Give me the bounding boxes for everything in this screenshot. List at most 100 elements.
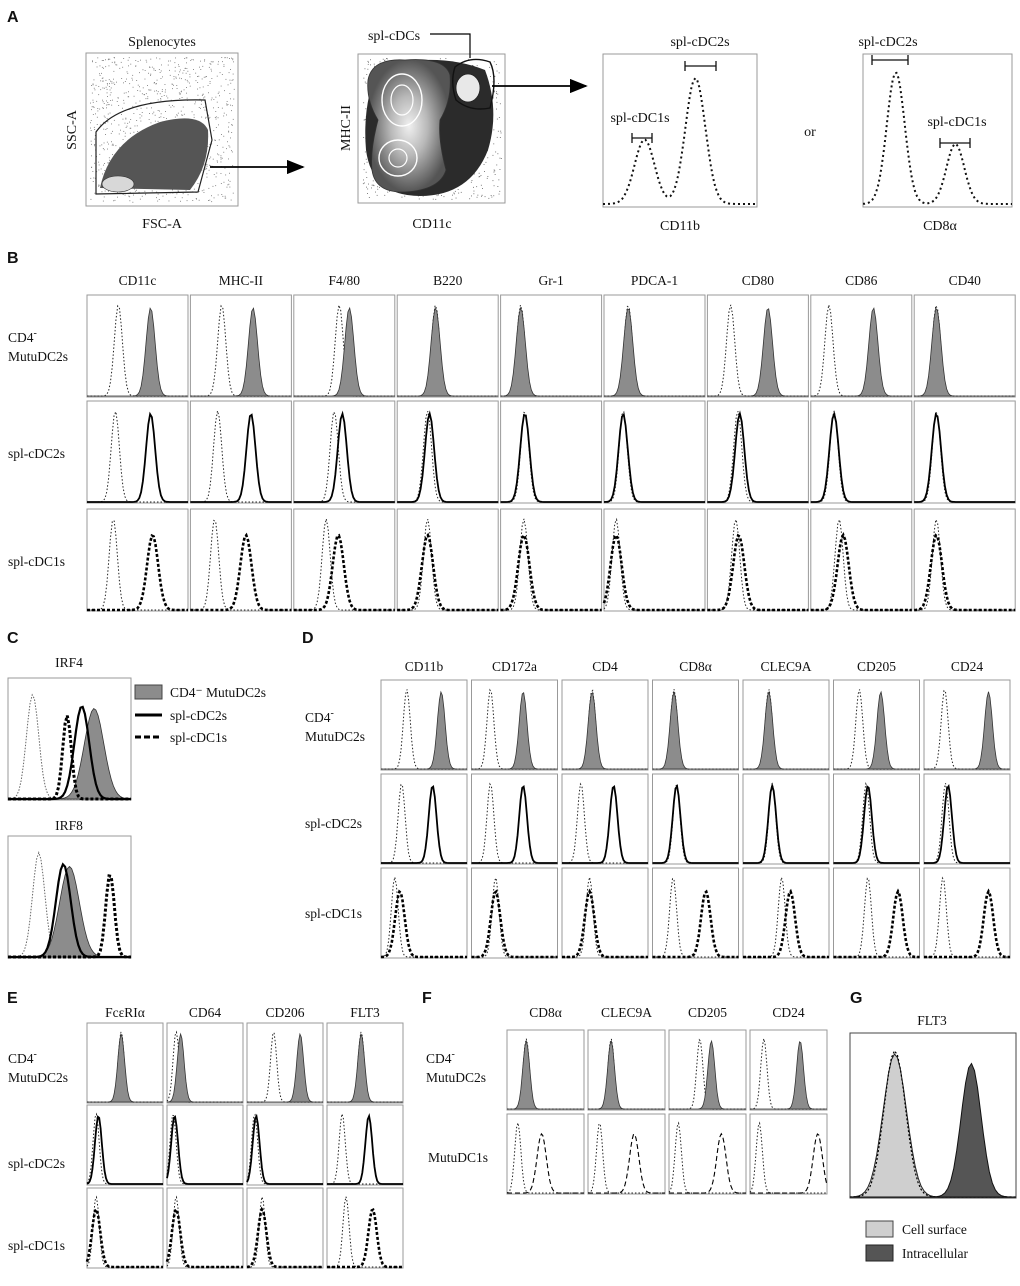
event-dot bbox=[443, 196, 445, 198]
event-dot bbox=[98, 185, 100, 187]
event-dot bbox=[499, 137, 501, 138]
legend-label-cell-surface: Cell surface bbox=[902, 1222, 967, 1237]
stain-histogram bbox=[810, 307, 912, 397]
event-dot bbox=[91, 167, 92, 168]
stain-histogram bbox=[652, 691, 739, 770]
event-dot bbox=[194, 103, 196, 105]
event-dot bbox=[476, 65, 478, 67]
histogram-frame bbox=[603, 294, 706, 398]
row-label-spl-cdc2s: spl-cDC2s bbox=[305, 816, 362, 831]
event-dot bbox=[219, 72, 221, 74]
histogram-frame bbox=[923, 679, 1011, 771]
column-header-cd172a: CD172a bbox=[492, 659, 537, 674]
event-dot bbox=[200, 69, 202, 70]
event-dot bbox=[180, 200, 181, 202]
histogram-frame bbox=[396, 294, 499, 398]
stain-histogram bbox=[87, 411, 188, 503]
event-dot bbox=[147, 98, 149, 100]
event-dot bbox=[147, 85, 148, 86]
event-dot bbox=[460, 191, 462, 193]
event-dot bbox=[229, 186, 231, 188]
event-dot bbox=[98, 169, 100, 171]
column-header-cd205: CD205 bbox=[857, 659, 896, 674]
event-dot bbox=[99, 124, 101, 126]
event-dot bbox=[90, 120, 92, 121]
event-dot bbox=[103, 87, 105, 89]
event-dot bbox=[233, 61, 234, 63]
event-dot bbox=[108, 86, 110, 87]
event-dot bbox=[189, 73, 191, 75]
event-dot bbox=[156, 191, 158, 193]
stain-histogram bbox=[397, 307, 499, 397]
stain-histogram bbox=[166, 1115, 243, 1185]
event-dot bbox=[164, 91, 166, 93]
event-dot bbox=[367, 68, 369, 70]
event-dot bbox=[210, 61, 212, 63]
event-dot bbox=[193, 59, 194, 61]
event-dot bbox=[98, 164, 100, 166]
histogram-spl-cdc2s-cd4 bbox=[561, 773, 649, 865]
event-dot bbox=[162, 195, 164, 197]
histogram-frame bbox=[923, 773, 1011, 865]
event-dot bbox=[435, 198, 437, 200]
event-dot bbox=[191, 59, 193, 60]
event-dot bbox=[128, 96, 130, 98]
isotype-control bbox=[849, 1049, 1016, 1198]
event-dot bbox=[157, 193, 159, 195]
event-dot bbox=[173, 84, 174, 86]
event-dot bbox=[207, 85, 209, 86]
histogram-frame bbox=[380, 773, 468, 865]
column-header-clec9a: CLEC9A bbox=[760, 659, 811, 674]
event-dot bbox=[90, 130, 92, 131]
legend-label-intracellular: Intracellular bbox=[902, 1246, 968, 1261]
event-dot bbox=[213, 99, 215, 100]
event-dot bbox=[193, 188, 195, 190]
event-dot bbox=[187, 194, 189, 196]
event-dot bbox=[186, 200, 188, 202]
event-dot bbox=[102, 148, 104, 149]
event-dot bbox=[478, 176, 480, 178]
histogram-spl-cdc1s-cd4 bbox=[561, 867, 649, 959]
event-dot bbox=[101, 60, 103, 61]
row-label-mutudc2s: MutuDC2s bbox=[426, 1070, 486, 1085]
event-dot bbox=[135, 60, 137, 61]
isotype-control bbox=[190, 410, 292, 503]
event-dot bbox=[233, 98, 235, 100]
event-dot bbox=[226, 101, 228, 102]
event-dot bbox=[140, 59, 141, 61]
event-dot bbox=[104, 122, 106, 124]
event-dot bbox=[445, 58, 447, 59]
event-dot bbox=[123, 58, 125, 59]
event-dot bbox=[151, 190, 153, 192]
event-dot bbox=[233, 88, 235, 90]
event-dot bbox=[195, 101, 196, 103]
event-dot bbox=[139, 114, 141, 115]
event-dot bbox=[223, 151, 225, 153]
event-dot bbox=[471, 180, 473, 181]
row-label-mutudc2s: MutuDC2s bbox=[8, 349, 68, 364]
event-dot bbox=[372, 180, 374, 182]
event-dot bbox=[232, 79, 234, 81]
stain-histogram bbox=[87, 1032, 163, 1103]
event-dot bbox=[105, 134, 106, 135]
event-dot bbox=[97, 108, 99, 109]
event-dot bbox=[163, 117, 165, 118]
event-dot bbox=[216, 75, 218, 77]
column-header-flt3: FLT3 bbox=[350, 1005, 380, 1020]
event-dot bbox=[106, 92, 108, 94]
column-header-cd4: CD4 bbox=[592, 659, 618, 674]
histogram-spl-cdc2s-f4-80 bbox=[293, 400, 396, 504]
stain-histogram bbox=[810, 410, 912, 503]
event-dot bbox=[96, 116, 98, 118]
event-dot bbox=[479, 176, 481, 177]
event-dot bbox=[143, 94, 145, 96]
event-dot bbox=[160, 78, 162, 79]
cd11b-peak-cdc2: spl-cDC2s bbox=[670, 35, 729, 50]
event-dot bbox=[112, 154, 113, 155]
stain-histogram bbox=[743, 888, 829, 959]
event-dot bbox=[228, 158, 229, 160]
event-dot bbox=[173, 76, 175, 77]
stain-histogram bbox=[397, 410, 499, 503]
